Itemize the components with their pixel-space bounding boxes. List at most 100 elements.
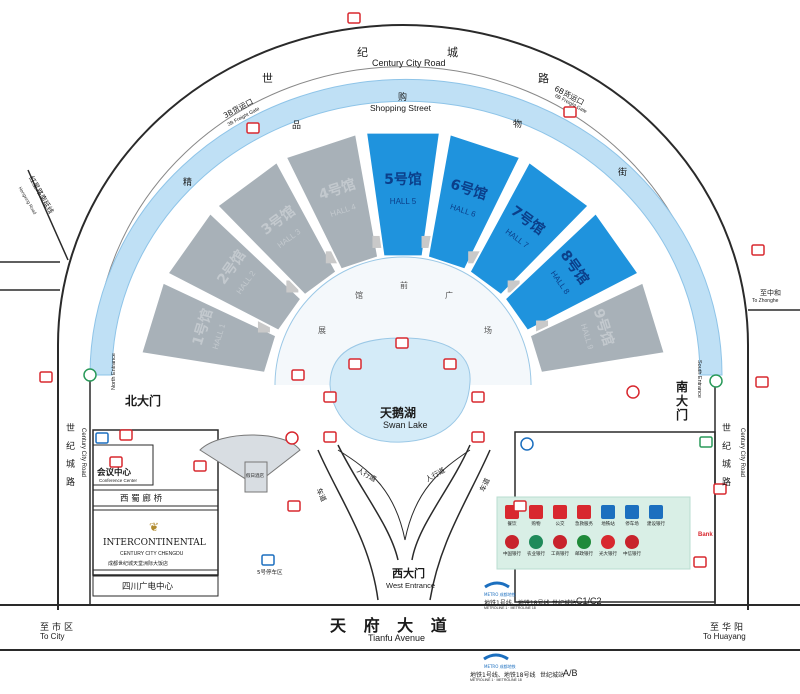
intercontinental-cn: 成都世纪城天堂洲际大饭店 <box>108 561 169 567</box>
left-road-cn: 世 纪 城 路 <box>66 420 76 492</box>
metro-logo-c <box>484 581 510 589</box>
xishu-corridor-block <box>92 489 219 507</box>
first-aid-icon-2 <box>285 431 299 445</box>
restaurant-icon-7 <box>471 431 485 443</box>
boc-icon <box>505 535 519 549</box>
shopping-street-band <box>89 78 723 376</box>
hall-8[interactable] <box>503 211 640 333</box>
century-city-road-arc <box>57 24 749 346</box>
restaurant-icon-12 <box>119 429 133 441</box>
bus-icon-6b <box>563 106 577 118</box>
hall-4[interactable] <box>284 132 380 271</box>
to-zhonghe-cn: 至中和 <box>760 289 781 297</box>
metro-exit-ab: A/B <box>563 668 578 678</box>
plaza-char-1: 展 <box>318 326 326 335</box>
service-label-4: 急救服务 <box>575 522 593 527</box>
nature-icon-right <box>709 374 723 388</box>
right-road-cn: 世 纪 城 路 <box>722 420 732 492</box>
service-label-11: 邮政银行 <box>575 552 593 557</box>
right-road-cn-1: 世 <box>722 424 732 434</box>
lane-left-inner <box>337 444 399 561</box>
hongxing-road <box>27 169 69 261</box>
bank-word-label: Bank <box>698 532 713 538</box>
ped-v-left <box>337 449 406 541</box>
to-city-en: To City <box>40 632 65 641</box>
metro-line-c: 地铁1号线、地铁18号线 <box>484 600 550 607</box>
century-city-road-top-cn-2: 纪 <box>357 46 368 59</box>
restaurant-icon-9 <box>513 500 527 512</box>
hall-9[interactable] <box>528 281 666 374</box>
to-huayang-en: To Huayang <box>703 632 746 641</box>
hall-3[interactable] <box>215 160 338 297</box>
bus-icon-zhonghe <box>751 244 765 256</box>
century-city-road-top-cn-4: 路 <box>538 72 549 85</box>
citic-icon <box>625 535 639 549</box>
abc-icon <box>529 535 543 549</box>
service-label-5: 地铁站 <box>601 522 615 527</box>
hall-7[interactable] <box>468 160 591 297</box>
restaurant-icon-10 <box>193 460 207 472</box>
left-road-en: Century City Road <box>80 428 86 478</box>
hall-6[interactable] <box>426 132 522 271</box>
left-road-cn-3: 城 <box>66 460 76 470</box>
parking5-label: 5号停车区 <box>257 570 283 576</box>
west-entrance-en: West Entrance <box>386 581 436 590</box>
plaza-char-2: 馆 <box>355 291 363 300</box>
right-road-cn-3: 城 <box>722 460 732 470</box>
bus-icon-left <box>39 371 53 383</box>
sichuan-plaza-label: 四川广电中心 <box>122 582 174 592</box>
bus-icon-top <box>347 12 361 24</box>
metro-station-ab: 世纪城站 <box>540 672 565 679</box>
intercontinental-logo-icon: ❦ <box>149 520 160 534</box>
right-road-cn-4: 路 <box>722 478 732 488</box>
hall-1[interactable] <box>140 281 278 374</box>
to-zhonghe-en: To Zhonghe <box>752 298 779 304</box>
xishu-corridor-label: 西 蜀 廊 桥 <box>120 494 163 504</box>
plaza-char-4: 广 <box>445 291 453 300</box>
metro-line-ab: 地铁1号线、地铁18号线 <box>470 672 536 679</box>
metro-exit-c: C1/C2 <box>576 596 602 606</box>
left-road-cn-4: 路 <box>66 478 76 488</box>
service-label-12: 光大银行 <box>599 552 617 557</box>
nature-icon-left <box>83 368 97 382</box>
shopping-street-label: Shopping Street <box>370 103 431 113</box>
sichuan-plaza-block <box>92 575 219 597</box>
metro-line-c-en: METROLINE 1 · METROLINE 18 <box>484 606 536 610</box>
intercontinental-name: INTERCONTINENTAL <box>103 538 206 548</box>
bus-icon <box>553 505 567 519</box>
shopping-street-cn-5: 品 <box>292 121 302 131</box>
metro-line-ab-en: METROLINE 1 · METROLINE 18 <box>470 678 522 682</box>
service-label-9: 农业银行 <box>527 552 545 557</box>
south-entrance-en: South Entrance <box>696 360 702 398</box>
hall-5-en: HALL 5 <box>389 196 417 206</box>
left-road-cn-1: 世 <box>66 424 76 434</box>
abc-icon-gate <box>699 436 713 448</box>
new-hotel-label: 假日酒店 <box>246 474 264 479</box>
lane-left-outer <box>317 449 379 601</box>
restaurant-icon-6 <box>323 431 337 443</box>
service-label-13: 中信银行 <box>623 552 641 557</box>
metro-entry-icon <box>520 437 534 451</box>
service-label-7: 建设银行 <box>647 522 665 527</box>
tianfu-avenue-cn: 天 府 大 道 <box>330 616 453 635</box>
first-aid-icon <box>713 483 727 495</box>
hall-2[interactable] <box>166 211 303 333</box>
poi-group <box>39 12 769 568</box>
century-city-road-top-label: Century City Road <box>372 58 446 68</box>
hall-5[interactable] <box>364 131 442 258</box>
bus-icon-right <box>755 376 769 388</box>
halls-group <box>140 131 666 374</box>
service-label-8: 中国银行 <box>503 552 521 557</box>
hotel-tower <box>244 461 268 493</box>
to-city-cn: 至市区 <box>40 623 77 633</box>
psbc-icon <box>577 535 591 549</box>
bus-icon-3b <box>246 122 260 134</box>
right-road-cn-2: 纪 <box>722 442 732 452</box>
shopping-street-cn-3: 街 <box>618 168 628 178</box>
swan-lake-en: Swan Lake <box>383 420 428 430</box>
shopping-street-cn-1: 购 <box>398 93 408 103</box>
ccb-icon <box>649 505 663 519</box>
conference-center-en: Conference Center <box>99 478 138 483</box>
